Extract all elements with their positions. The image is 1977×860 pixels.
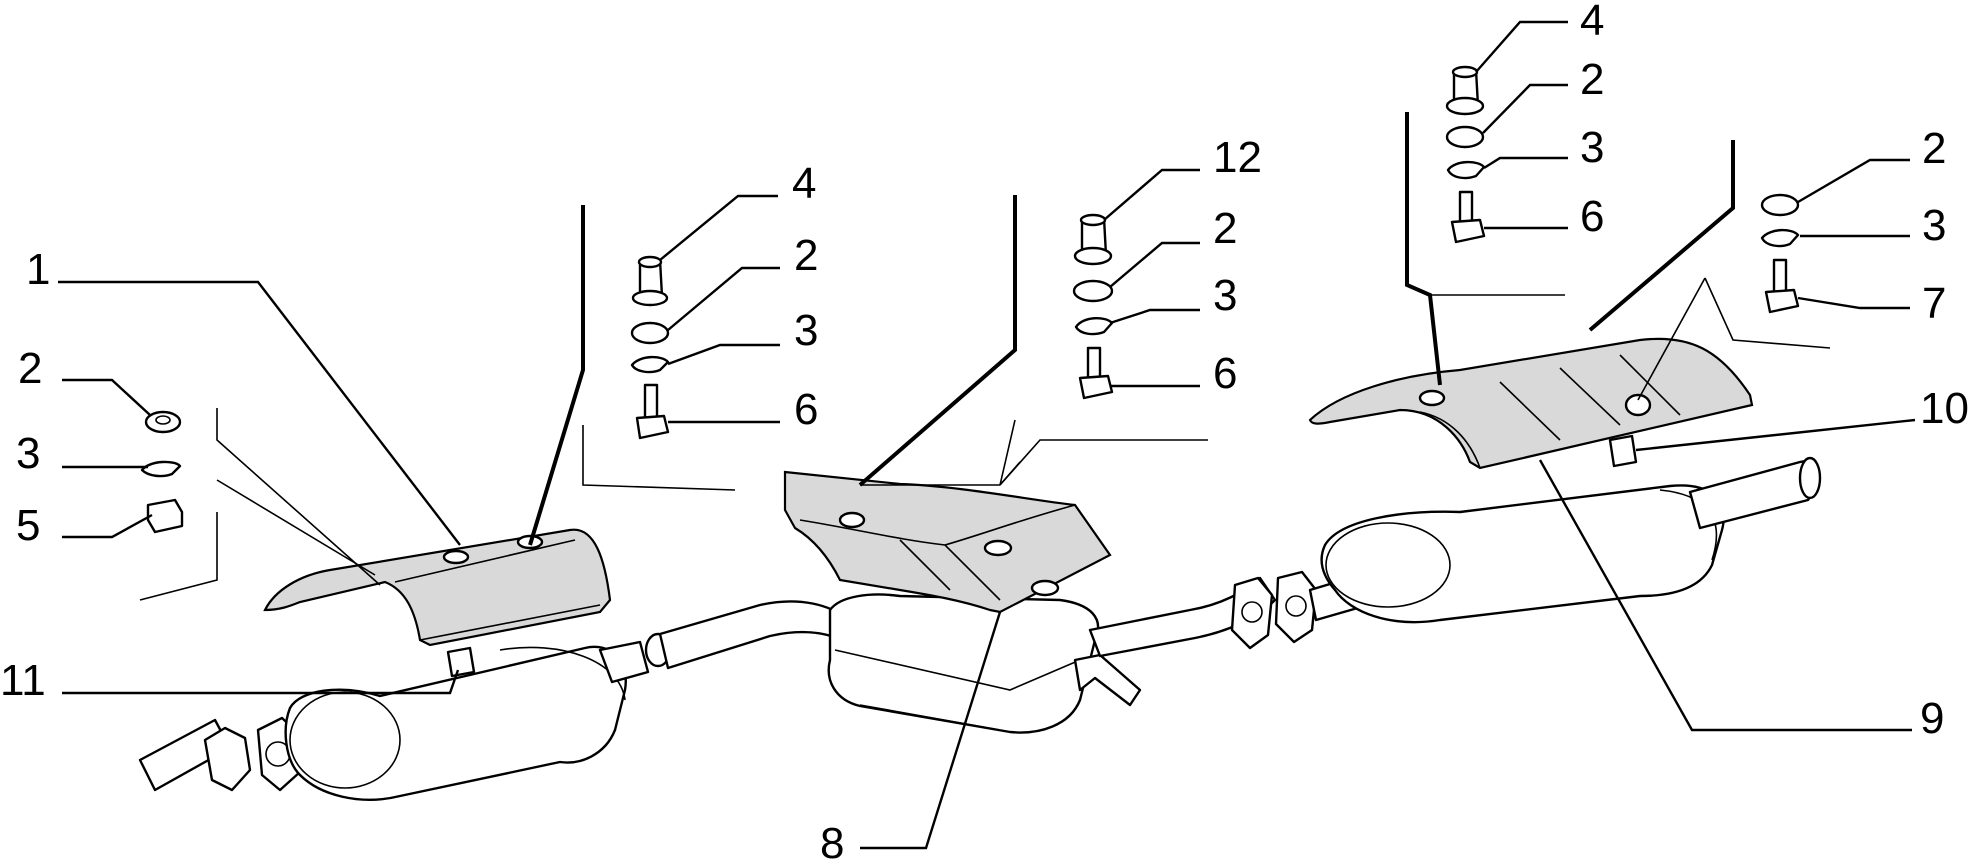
callout-2: 2: [18, 344, 42, 393]
front-shield-nut: [446, 646, 476, 678]
spring-washer-icon: [1074, 317, 1114, 336]
front-shield-hole: [442, 549, 470, 565]
rear-muffler-end: [1325, 522, 1451, 608]
callout-5: 5: [16, 501, 40, 550]
callout-6: 6: [1213, 349, 1237, 398]
front-shield-rib: [394, 539, 576, 583]
fastener-stack-2: [1072, 213, 1114, 400]
bolt-head-icon: [1450, 218, 1486, 244]
rear-shield-hole-1: [1418, 389, 1446, 407]
bolt-thread-icon: [1458, 190, 1474, 224]
front-flange: [203, 726, 252, 792]
rear-shield-edge: [1419, 411, 1481, 469]
bolt-thread-icon: [1772, 258, 1788, 294]
middle-shield-fold: [799, 519, 1001, 601]
bolt-thread-icon: [1086, 346, 1102, 380]
rear-shield-body: [1308, 337, 1754, 470]
callout-3: 3: [1213, 271, 1237, 320]
callout-6: 6: [1580, 192, 1604, 241]
leader-lines: [58, 20, 1916, 850]
tail-pipe-end: [1798, 456, 1822, 500]
middle-shield-rib-2: [899, 539, 951, 591]
callout-7: 7: [1922, 279, 1946, 328]
bolt-head-icon: [1764, 288, 1800, 314]
callout-12: 12: [1213, 133, 1262, 182]
callout-6: 6: [794, 385, 818, 434]
rear-muffler: [1320, 484, 1725, 624]
hanger-bracket: [1073, 653, 1142, 707]
front-shield-body: [263, 528, 612, 647]
explode-lines: [139, 112, 1831, 601]
rear-shield-rib-2: [1559, 367, 1621, 426]
callout-1: 1: [26, 245, 50, 294]
rear-flange-1-hole: [1241, 601, 1263, 623]
spring-washer-icon: [1760, 228, 1800, 248]
rear-shield-hole-2: [1624, 393, 1652, 417]
callout-11: 11: [0, 656, 46, 705]
callout-2: 2: [1213, 204, 1237, 253]
spring-washer-icon: [1446, 160, 1486, 180]
callout-3: 3: [1580, 123, 1604, 172]
callout-2: 2: [794, 231, 818, 280]
mid-pipe-1: [598, 640, 650, 684]
front-muffler-band: [499, 646, 626, 701]
exhaust-system: [138, 456, 1822, 801]
middle-shield-body: [783, 470, 1112, 614]
callout-4: 4: [792, 159, 816, 208]
callout-2: 2: [1922, 124, 1946, 173]
middle-shield-rib: [944, 504, 1076, 546]
fastener-stack-1: [630, 255, 670, 440]
hex-nut-icon: [146, 498, 184, 534]
rear-flange-2: [1274, 570, 1318, 644]
rear-heat-shield: [1308, 337, 1754, 470]
washer-icon: [630, 321, 670, 345]
fastener-stack-left: [140, 410, 184, 534]
middle-muffler: [827, 593, 1100, 734]
middle-shield-hole-3: [1030, 579, 1060, 597]
callout-4: 4: [1580, 0, 1604, 45]
mid-pipe-3: [1088, 576, 1277, 658]
middle-muffler-seam: [834, 649, 1081, 691]
rear-shield-rib-1: [1499, 381, 1561, 441]
bolt-head-icon: [1078, 374, 1114, 400]
washer-icon: [144, 410, 182, 434]
middle-muffler-base: [859, 704, 1001, 731]
callout-9: 9: [1920, 694, 1944, 743]
rear-shield-nut: [1608, 434, 1638, 468]
callout-8: 8: [820, 819, 844, 860]
middle-shield-hole-2: [983, 539, 1013, 557]
middle-heat-shield: [783, 470, 1112, 614]
callout-3: 3: [1922, 201, 1946, 250]
rear-flange-1: [1230, 576, 1274, 650]
middle-shield-hole-1: [838, 511, 866, 529]
front-heat-shield: [263, 528, 612, 678]
fastener-stack-3: [1445, 65, 1486, 244]
bolt-head-icon: [635, 414, 670, 440]
spring-washer-icon: [630, 355, 670, 374]
front-shield-edge: [419, 604, 601, 641]
rear-shield-rib-3: [1619, 354, 1681, 416]
callout-3: 3: [794, 306, 818, 355]
washer-icon: [1445, 125, 1485, 149]
callout-10: 10: [1920, 384, 1969, 433]
callout-2: 2: [1580, 55, 1604, 104]
bolt-thread-icon: [643, 383, 659, 420]
spring-washer-icon: [140, 460, 182, 478]
washer-icon: [1760, 193, 1800, 217]
washer-icon: [1072, 279, 1114, 303]
callout-3: 3: [16, 429, 40, 478]
rear-flange-2-hole: [1285, 595, 1307, 617]
fastener-stack-4: [1760, 193, 1800, 314]
